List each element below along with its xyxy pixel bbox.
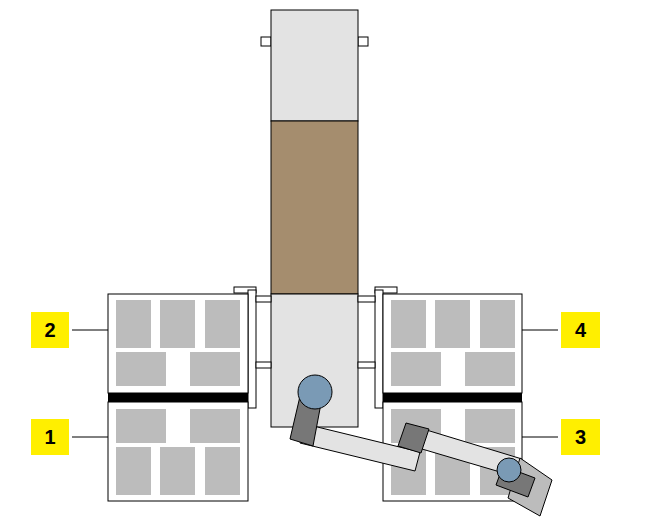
panel-hinge-bar (108, 393, 248, 402)
callout-number: 1 (44, 427, 55, 447)
callout-box: 3 (561, 419, 600, 455)
mast-strut (256, 362, 271, 368)
callout-number: 3 (575, 427, 586, 447)
panel-mast (375, 290, 383, 408)
solar-panel (383, 294, 522, 393)
tube-lower (271, 294, 358, 427)
callout-box: 2 (31, 312, 69, 348)
robotic-arm (290, 375, 552, 516)
tube-tab (358, 37, 368, 46)
tube-tab (261, 37, 271, 46)
tube-middle (271, 121, 358, 294)
panel-mast (248, 290, 256, 408)
callout-number: 2 (44, 320, 55, 340)
leader-line (72, 330, 558, 437)
mast-strut (358, 296, 375, 302)
callout-number: 4 (575, 320, 586, 340)
mast-strut (256, 296, 271, 302)
solar-panel (108, 402, 248, 501)
tube-upper (271, 10, 358, 121)
mast-strut (358, 362, 375, 368)
solar-panel (108, 294, 248, 393)
panel-hinge-bar (383, 393, 522, 402)
callout-box: 1 (31, 419, 69, 455)
solar-cells (116, 300, 515, 495)
callout-box: 4 (561, 312, 600, 348)
